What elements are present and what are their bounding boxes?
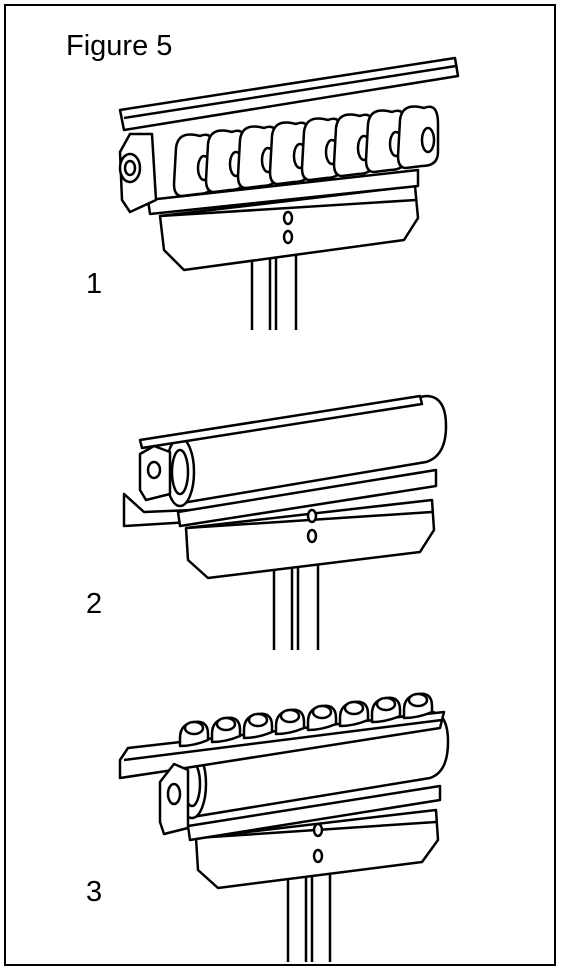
panel-1-drawing: [118, 56, 460, 330]
panel-2-roller: [170, 394, 448, 506]
panel-2-bolt: [306, 528, 318, 544]
panel-3-ball-units: [178, 692, 434, 748]
panel-3-stand: [286, 870, 332, 962]
panel-2-stand: [272, 560, 320, 650]
panel-2-drawing: [122, 394, 448, 650]
panel-3-bolt: [312, 822, 324, 838]
panel-1-stand: [250, 250, 298, 330]
figure-title: Figure 5: [66, 30, 173, 62]
panel-2-bolt: [306, 508, 318, 524]
figure-frame: [4, 4, 556, 966]
panel-label-1: 1: [86, 268, 103, 300]
panel-label-3: 3: [86, 876, 103, 908]
panel-label-2: 2: [86, 588, 103, 620]
panel-1-bolt: [282, 229, 294, 245]
panel-3-drawing: [118, 692, 450, 962]
panel-3-bolt: [312, 848, 324, 864]
panel-1-ball-units: [172, 105, 440, 198]
panel-1-bolt: [282, 210, 294, 226]
